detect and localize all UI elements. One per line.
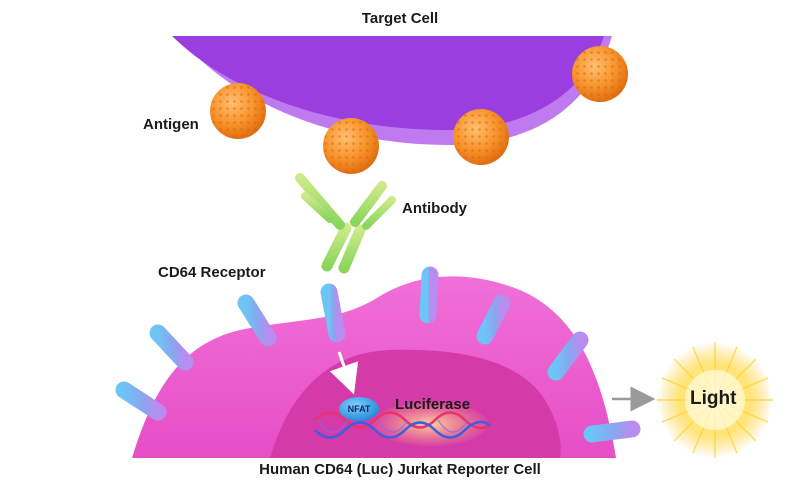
receptor-7 [547,331,589,381]
receptor-2 [149,324,194,371]
antigen-4 [572,46,628,102]
target-cell [172,36,612,145]
dna-helix [314,411,491,439]
receptors [115,266,641,443]
luciferase-label: Luciferase [395,396,471,413]
light-label: Light [690,388,737,409]
antibody-label: Antibody [402,200,467,217]
receptor-1 [115,381,167,421]
receptor-5 [419,266,439,324]
signal-arrow [329,351,359,395]
nfat-protein [339,397,379,421]
reporter-cell-label: Human CD64 (Luc) Jurkat Reporter Cell [259,461,541,478]
antigen-label: Antigen [143,116,199,133]
receptor-3 [237,294,277,347]
light-burst [657,342,773,458]
receptor-6 [476,294,511,345]
nfat-label: NFAT [347,404,371,414]
target-cell-label: Target Cell [361,10,439,27]
antigen-2 [323,118,379,174]
antibody [295,173,396,274]
receptor-8 [583,420,641,443]
antigen-1 [210,83,266,139]
receptor-4 [320,283,346,343]
antigen-3 [453,109,509,165]
cd64-receptor-label: CD64 Receptor [158,264,266,281]
